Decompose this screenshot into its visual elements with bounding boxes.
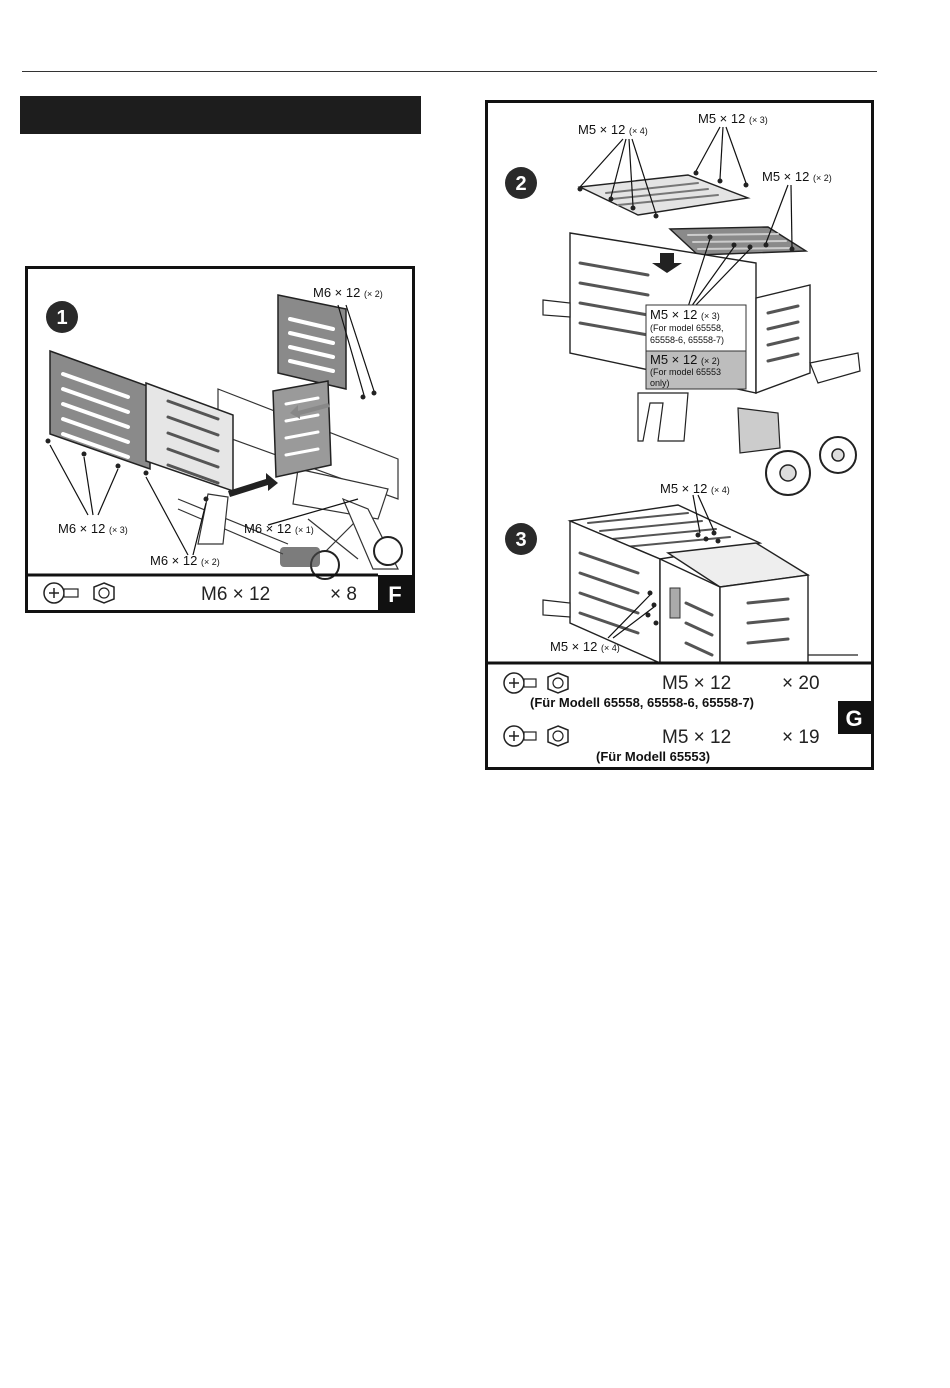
assembly-panel-g: 2 M5 × 12 (× 4) M5 × 12 (× 3) M5 × 12 (×… xyxy=(485,100,874,770)
label-m5-top-left: M5 × 12 (× 4) xyxy=(578,122,648,137)
hardware-size-f: M6 × 12 xyxy=(201,584,270,605)
svg-text:only): only) xyxy=(650,378,670,388)
label-m6-top-right: M6 × 12 (× 2) xyxy=(313,285,383,300)
step-1-number: 1 xyxy=(56,307,67,329)
step-1-illustration: 1 M6 × 12 (× 2) M6 × 12 (× 3) M6 × 12 (×… xyxy=(28,285,412,610)
step-2-marker xyxy=(505,167,537,199)
hardware-size-g-row2: M5 × 12 xyxy=(662,727,731,748)
svg-text:65558-6, 65558-7): 65558-6, 65558-7) xyxy=(650,335,724,345)
nut-icon xyxy=(93,582,115,604)
badge-f xyxy=(378,575,412,610)
info-box-65558 xyxy=(645,304,747,352)
hardware-count-g-row2: × 19 xyxy=(782,727,820,748)
hardware-count-f: × 8 xyxy=(330,584,357,605)
svg-text:M5 × 12 (× 3): M5 × 12 (× 3) xyxy=(650,307,720,322)
svg-text:M5 × 12 (× 2): M5 × 12 (× 2) xyxy=(650,352,720,367)
hardware-note-g-row2: (Für Modell 65553) xyxy=(596,749,710,764)
label-m5-top-right: M5 × 12 (× 2) xyxy=(762,169,832,184)
info-box-65553 xyxy=(645,350,747,390)
assembly-panel-f: 1 M6 × 12 (× 2) M6 × 12 (× 3) M6 × 12 (×… xyxy=(25,266,415,613)
label-m6-bottom: M6 × 12 (× 2) xyxy=(150,553,220,568)
svg-text:(For model 65558,: (For model 65558, xyxy=(650,323,724,333)
nut-icon xyxy=(547,725,569,747)
label-m6-left: M6 × 12 (× 3) xyxy=(58,521,128,536)
label-m6-right: M6 × 12 (× 1) xyxy=(244,521,314,536)
hardware-note-g-row1: (Für Modell 65558, 65558-6, 65558-7) xyxy=(530,695,754,710)
badge-f-letter: F xyxy=(388,582,401,607)
label-m5-step3-bottom: M5 × 12 (× 4) xyxy=(550,639,620,654)
hardware-count-g-row1: × 20 xyxy=(782,673,820,694)
section-header-bar xyxy=(20,96,421,134)
step-2-number: 2 xyxy=(515,173,526,195)
hardware-size-g-row1: M5 × 12 xyxy=(662,673,731,694)
nut-icon xyxy=(547,672,569,694)
step-3-marker xyxy=(505,523,537,555)
screw-icon xyxy=(503,672,537,694)
step-1-marker xyxy=(46,301,78,333)
svg-text:(For model 65553: (For model 65553 xyxy=(650,367,721,377)
top-rule xyxy=(22,71,877,72)
step-2-3-illustration: 2 M5 × 12 (× 4) M5 × 12 (× 3) M5 × 12 (×… xyxy=(488,111,871,764)
screw-icon xyxy=(503,725,537,747)
badge-g xyxy=(838,701,871,734)
badge-g-letter: G xyxy=(845,706,862,731)
step-3-number: 3 xyxy=(515,529,526,551)
label-m5-step3-top: M5 × 12 (× 4) xyxy=(660,481,730,496)
label-m5-top-mid: M5 × 12 (× 3) xyxy=(698,111,768,126)
screw-icon xyxy=(43,582,79,604)
